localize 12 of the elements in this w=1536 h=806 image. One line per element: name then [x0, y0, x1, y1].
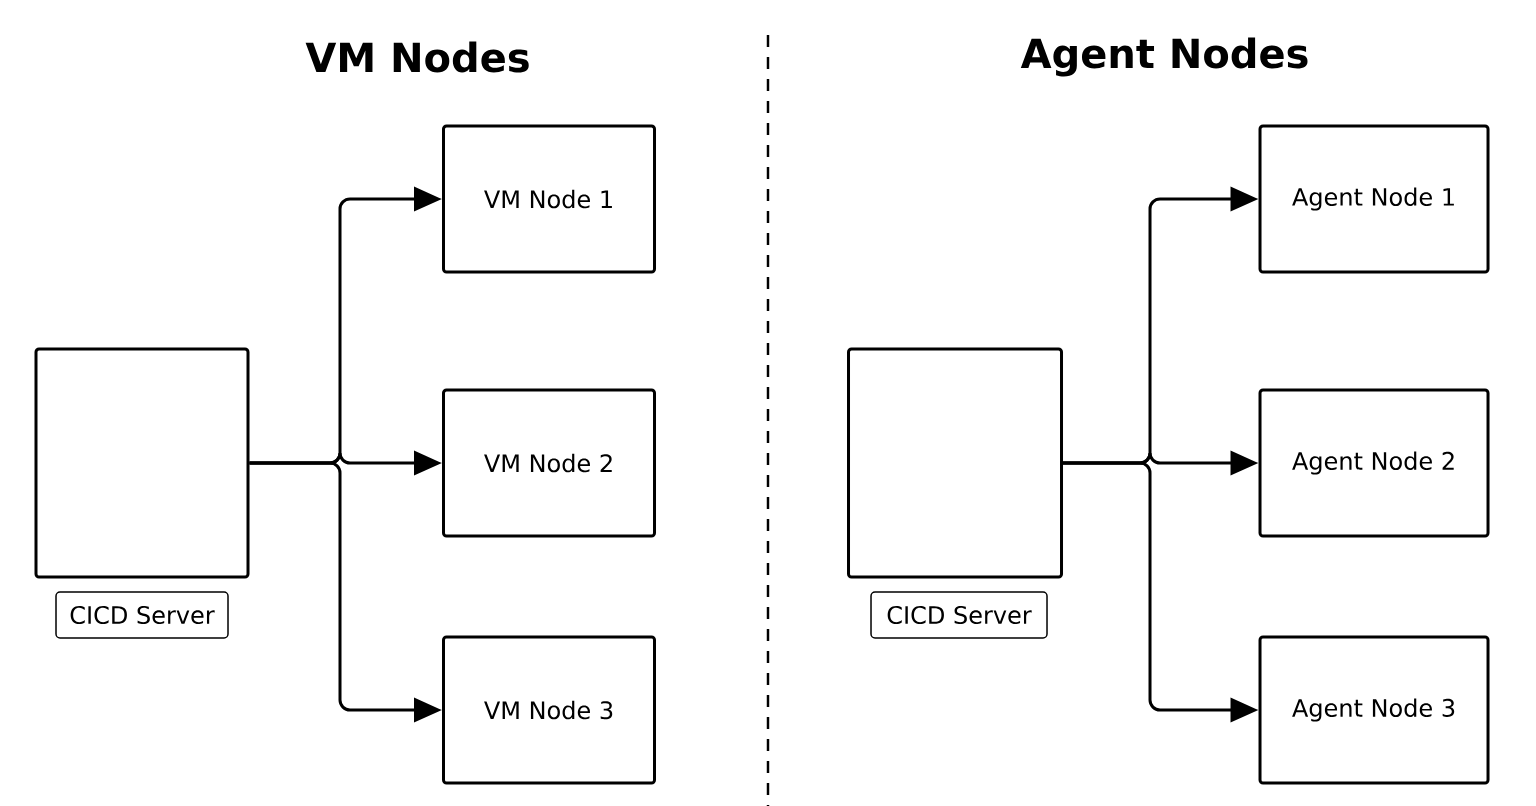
section-title: Agent Nodes [1020, 37, 1308, 77]
node-box: VM Node 3 [442, 635, 656, 785]
server-box [847, 347, 1063, 579]
section-title: VM Nodes [305, 41, 529, 73]
server-label: CICD Server [870, 591, 1048, 639]
node-box: VM Node 1 [442, 124, 656, 274]
server-box [34, 347, 250, 579]
server-label: CICD Server [55, 591, 229, 639]
node-box: Agent Node 2 [1258, 388, 1490, 538]
node-box: VM Node 2 [442, 388, 656, 538]
node-box: Agent Node 3 [1258, 635, 1490, 785]
node-box: Agent Node 1 [1258, 124, 1490, 274]
